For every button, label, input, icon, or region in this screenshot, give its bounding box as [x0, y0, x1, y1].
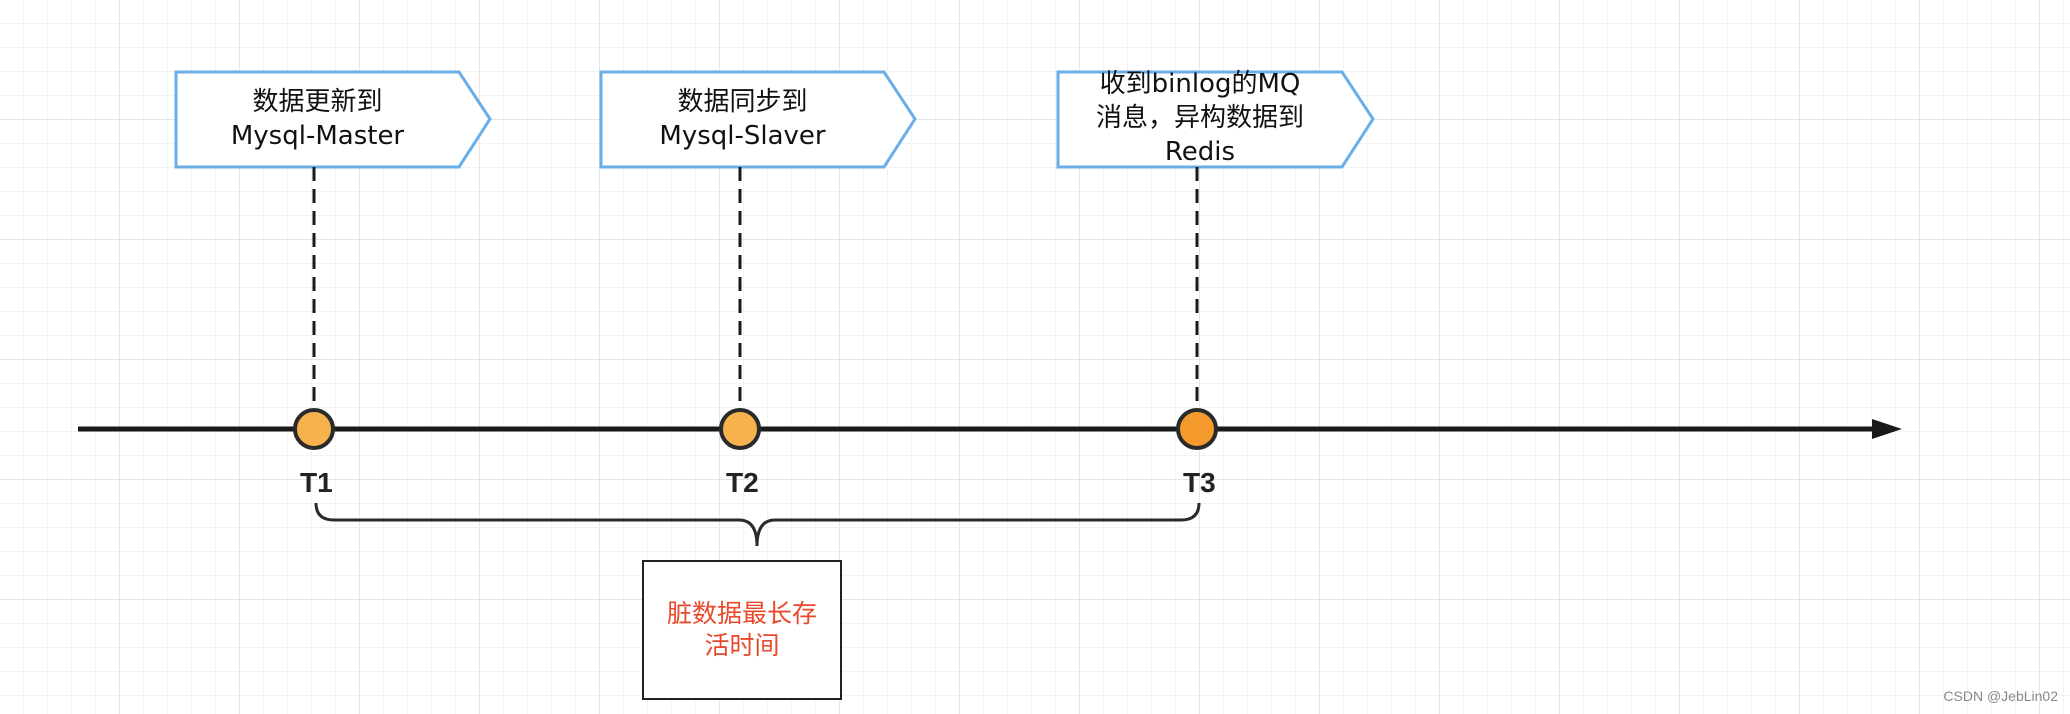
- callout-label-t3: 收到binlog的MQ 消息，异构数据到 Redis: [1058, 67, 1342, 169]
- watermark: CSDN @JebLin02: [1943, 688, 2058, 704]
- callout-line: 消息，异构数据到: [1095, 103, 1304, 133]
- callout-line: 收到binlog的MQ: [1099, 69, 1301, 99]
- node-t2: [719, 408, 761, 450]
- tick-label-t1: T1: [300, 467, 333, 498]
- dirty-data-window-note: 脏数据最长存 活时间: [642, 560, 842, 700]
- tick-label-t3: T3: [1183, 467, 1216, 498]
- callout-line: Redis: [1164, 137, 1236, 167]
- callout-label-t1: 数据更新到 Mysql-Master: [176, 85, 459, 153]
- callout-line: Mysql-Master: [230, 121, 405, 151]
- node-t1: [293, 408, 335, 450]
- callout-shape-t2: [599, 70, 917, 169]
- node-t3: [1176, 408, 1218, 450]
- callout-line: 数据同步到: [677, 87, 808, 117]
- note-line: 脏数据最长存: [666, 599, 817, 628]
- timeline-arrowhead: [1872, 419, 1902, 439]
- callout-shape-t1: [174, 70, 492, 169]
- note-line: 活时间: [704, 631, 780, 660]
- callout-shape-t3: [1056, 70, 1375, 169]
- callout-line: 数据更新到: [252, 87, 383, 117]
- callout-line: Mysql-Slaver: [659, 121, 826, 151]
- callout-label-t2: 数据同步到 Mysql-Slaver: [601, 85, 884, 153]
- curly-brace: [314, 502, 1201, 547]
- tick-label-t2: T2: [726, 467, 759, 498]
